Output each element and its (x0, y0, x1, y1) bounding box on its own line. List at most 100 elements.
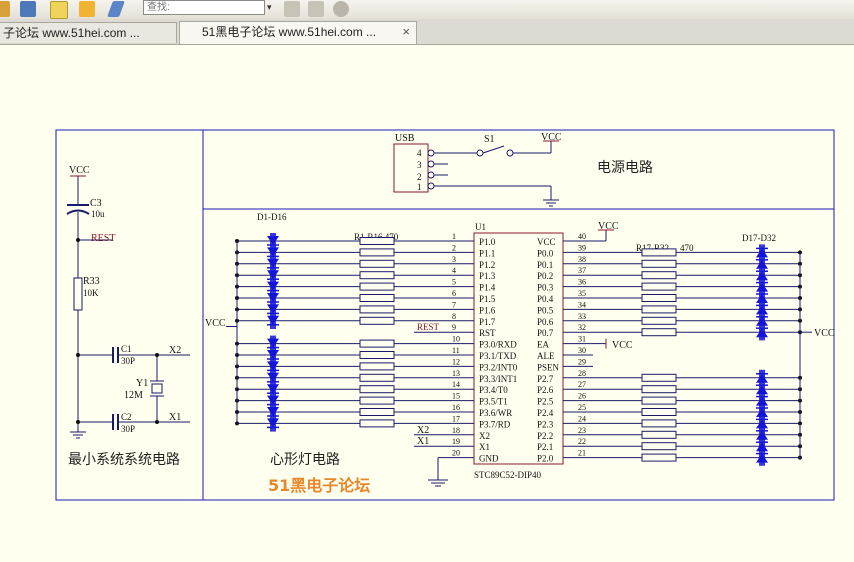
resistor (641, 248, 677, 257)
resistor (359, 271, 395, 280)
forum-watermark: 51黑电子论坛 (268, 476, 370, 495)
find-next-icon[interactable] (308, 1, 324, 17)
tab-bar: 子论坛 www.51hei.com ... 51黑电子论坛 www.51hei.… (0, 19, 854, 45)
right-pin-name: P0.1 (537, 260, 553, 270)
home-icon[interactable] (0, 1, 10, 17)
chip-x1-label: X1 (417, 436, 429, 447)
tab-forum-2[interactable]: 51黑电子论坛 www.51hei.com ... × (179, 21, 417, 44)
right-pin-name: P2.5 (537, 397, 554, 407)
right-pin-name: P0.0 (537, 248, 554, 258)
resistor (359, 385, 395, 394)
left-pin-name: P3.6/WR (479, 408, 512, 418)
chip-x2-label: X2 (417, 425, 429, 436)
close-tab-icon[interactable]: × (402, 24, 410, 39)
chip-rest-label: REST (417, 322, 440, 332)
right-pin-name: P0.4 (537, 294, 554, 304)
left-pin-name: P1.3 (479, 271, 496, 281)
right-pin-number: 25 (578, 403, 586, 412)
c3-value: 10u (91, 209, 105, 219)
resistor (359, 362, 395, 371)
left-pin-name: P1.1 (479, 248, 495, 258)
d17-d32-label: D17-D32 (742, 233, 776, 243)
chip-part-number: STC89C52-DIP40 (474, 470, 542, 480)
resistor (359, 419, 395, 428)
left-pin-name: X1 (479, 442, 490, 452)
left-pin-number: 1 (452, 232, 456, 241)
right-pin-number: 39 (578, 243, 586, 252)
c3-label: C3 (90, 198, 102, 209)
right-pin-number: 30 (578, 346, 586, 355)
left-pin-name: P1.5 (479, 294, 496, 304)
left-pin-number: 17 (452, 414, 460, 423)
min-vcc-label: VCC (69, 165, 90, 176)
resistor (641, 453, 677, 462)
left-pin-name: P3.3/INT1 (479, 374, 517, 384)
switch-label: S1 (484, 134, 495, 145)
resistor (641, 408, 677, 416)
resistor (641, 385, 677, 394)
right-pin-name: P0.7 (537, 328, 554, 338)
resistor (359, 339, 395, 348)
left-pin-number: 9 (452, 323, 456, 332)
y1-label: Y1 (136, 378, 148, 389)
usb-connector (393, 143, 429, 193)
right-pin-name: VCC (537, 237, 556, 247)
c2-label: C2 (121, 412, 132, 422)
left-pin-number: 12 (452, 357, 460, 366)
right-pin-number: 38 (578, 255, 586, 264)
usb-vcc-label: VCC (541, 132, 562, 143)
resistor (641, 271, 677, 280)
usb-pin-4: 4 (417, 148, 422, 158)
left-pin-number: 8 (452, 312, 456, 321)
right-pin-number: 27 (578, 380, 586, 389)
power-circuit: USB 4 3 2 1 S1 VCC 电源电路 (393, 132, 653, 207)
right-pin-number: 34 (578, 300, 586, 309)
resistor (359, 408, 395, 416)
magnifier-icon[interactable] (333, 1, 349, 17)
note-icon[interactable] (50, 1, 68, 19)
right-pin-number: 29 (578, 357, 586, 366)
right-pin-name: PSEN (537, 362, 560, 372)
right-pin-name: P2.6 (537, 385, 554, 395)
left-pin-name: P1.7 (479, 317, 496, 327)
u1-label: U1 (475, 222, 486, 232)
resistor (359, 351, 395, 359)
right-pin-name: P0.3 (537, 283, 554, 293)
comment-icon[interactable] (79, 1, 95, 17)
left-pin-number: 13 (452, 369, 460, 378)
minimal-system-title: 最小系统系统电路 (68, 452, 180, 468)
c2-value: 30P (121, 424, 135, 434)
heart-circuit-title: 心形灯电路 (270, 452, 340, 468)
y1-value: 12M (124, 390, 143, 401)
right-pin-number: 36 (578, 278, 586, 287)
led-bar-bottom-right (759, 369, 765, 466)
ea-vcc-label: VCC (612, 340, 633, 351)
resistor (641, 442, 677, 451)
right-pin-name: P2.7 (537, 374, 554, 384)
tab-forum-1[interactable]: 子论坛 www.51hei.com ... (0, 22, 177, 43)
left-pin-name: RST (479, 328, 496, 338)
left-pin-number: 5 (452, 278, 456, 287)
left-pin-number: 16 (452, 403, 460, 412)
find-previous-icon[interactable] (284, 1, 300, 17)
resistor (641, 259, 677, 268)
find-input[interactable] (143, 0, 265, 15)
edit-icon[interactable] (20, 1, 36, 17)
usb-pin-2: 2 (417, 172, 422, 182)
led-bar-bottom (270, 335, 276, 432)
left-pin-number: 7 (452, 300, 456, 309)
left-pin-number: 11 (452, 346, 460, 355)
cursor-icon[interactable] (107, 1, 125, 17)
right-pin-name: ALE (537, 351, 555, 361)
chip-vcc-label: VCC (598, 221, 619, 232)
r33-label: R33 (83, 276, 100, 287)
rest-net-label: REST (91, 233, 115, 244)
right-pin-name: P2.3 (537, 419, 554, 429)
frame-lines (55, 129, 835, 501)
resistor (641, 328, 677, 337)
dropdown-icon[interactable]: ▾ (267, 3, 272, 13)
right-pin-name: P2.1 (537, 442, 553, 452)
resistor (359, 305, 395, 314)
resistor (359, 396, 395, 405)
dynamic-wiring: 1P1.040VCC2P1.139P0.03P1.238P0.14P1.337P… (226, 229, 812, 487)
